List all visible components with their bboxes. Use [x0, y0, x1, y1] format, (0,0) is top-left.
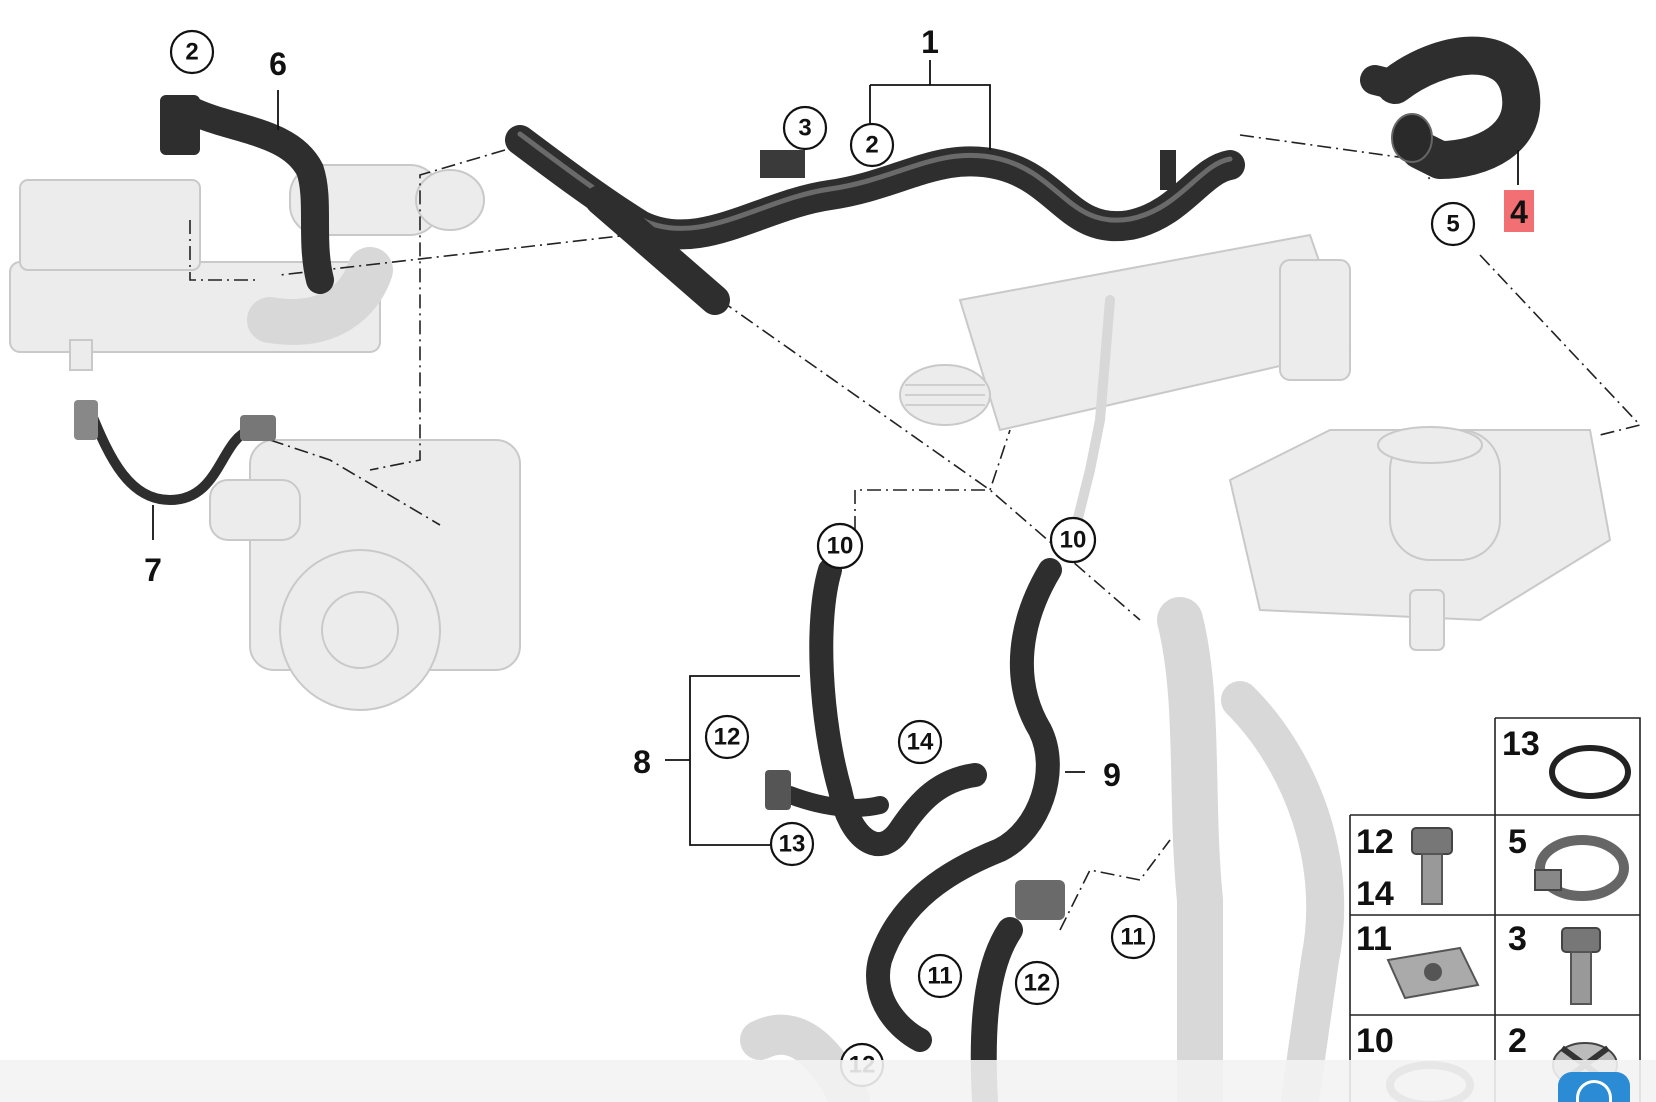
callout-2b: 2: [849, 122, 895, 168]
grid-label-5: 5: [1508, 823, 1527, 861]
hose-part-6: [176, 96, 334, 294]
hose-part-7: [85, 405, 255, 505]
callout-10a: 10: [816, 522, 864, 570]
ghost-hose-right-2: [1221, 681, 1345, 1102]
grid-label-10: 10: [1356, 1022, 1394, 1060]
svg-text:11: 11: [1120, 924, 1145, 951]
svg-text:3: 3: [798, 115, 811, 142]
grid-label-11: 11: [1356, 920, 1392, 958]
hoses: [74, 36, 1541, 1102]
grid-label-12: 12: [1356, 823, 1394, 861]
dash-line-c: [719, 299, 1141, 621]
callouts: 1 2 2 3 4 5 6 7 8 9 10 10: [144, 24, 1534, 1088]
ghost-components: [9, 164, 1612, 1102]
hose-part-1-branch: [585, 185, 730, 315]
bracket-part-11: [1015, 880, 1065, 920]
callout-11b: 11: [917, 953, 963, 999]
hose-part-8-fitting: [765, 770, 791, 810]
dash-line-g: [189, 220, 260, 281]
dash-line-b: [279, 227, 691, 276]
egr-stub-left: [69, 339, 93, 371]
callout-8: 8: [633, 744, 651, 780]
hex-bolt-icon: [1411, 827, 1453, 905]
callout-10b: 10: [1049, 516, 1097, 564]
svg-text:14: 14: [907, 729, 934, 756]
hose-part-8-branch: [781, 786, 889, 817]
callout-6: 6: [269, 46, 287, 82]
svg-text:5: 5: [1446, 211, 1459, 238]
assembly-lines: [189, 134, 1642, 931]
callout-2a: 2: [169, 29, 215, 75]
app-icon-glyph: [1576, 1080, 1612, 1102]
hose-part-4-end: [1360, 65, 1410, 100]
grid-label-2: 2: [1508, 1022, 1527, 1060]
dash-line-e: [1479, 254, 1642, 436]
svg-text:10: 10: [1060, 527, 1087, 554]
callout-12a: 12: [704, 714, 750, 760]
pump-right-cap: [1377, 426, 1483, 464]
egr-bend-left: [247, 247, 393, 345]
hose-part-8: [809, 558, 987, 857]
egr-flange-left: [415, 169, 485, 231]
dash-line-h: [269, 439, 441, 526]
leader-8: [665, 675, 800, 846]
dash-line-a: [369, 149, 506, 471]
svg-text:11: 11: [927, 963, 952, 990]
svg-text:2: 2: [865, 132, 878, 159]
callout-5: 5: [1430, 201, 1476, 247]
dash-line-i: [1059, 839, 1171, 931]
svg-text:13: 13: [779, 831, 806, 858]
bottom-bar: [0, 1060, 1656, 1102]
callout-12b: 12: [1014, 960, 1060, 1006]
water-pump-inlet: [209, 479, 301, 541]
callout-3: 3: [782, 105, 828, 151]
callout-7: 7: [144, 552, 162, 588]
o-ring-icon: [1549, 745, 1631, 799]
dash-line-f: [854, 429, 1011, 530]
callout-11a: 11: [1110, 914, 1156, 960]
parts-grid: 13 12 14 5 11 3 10 2: [1349, 717, 1641, 1102]
grid-label-3: 3: [1508, 920, 1527, 958]
grid-top-cell-border: [1495, 717, 1641, 815]
clamp-part-5: [1391, 113, 1433, 163]
hose-part-7-fitting-a: [74, 400, 98, 440]
egr-cooler-center-flange: [1279, 259, 1351, 381]
pump-right-outlet: [1409, 589, 1445, 651]
hose-part-6-fitting: [160, 95, 200, 155]
callout-14: 14: [897, 719, 943, 765]
svg-text:12: 12: [1024, 970, 1051, 997]
callout-13: 13: [769, 821, 815, 867]
app-icon[interactable]: [1558, 1072, 1630, 1102]
hose-part-7-fitting-b: [240, 415, 276, 441]
callout-4-highlight: [1504, 190, 1534, 232]
svg-text:10: 10: [827, 533, 854, 560]
pipe-stub-1: [1160, 150, 1176, 190]
bracket-part-3: [760, 150, 805, 178]
ghost-hose-right-1: [1157, 597, 1223, 1102]
hose-part-4: [1376, 36, 1541, 179]
bolt-icon: [1561, 927, 1601, 1005]
egr-tube-center: [1070, 295, 1115, 535]
callout-1: 1: [921, 24, 939, 60]
grid-label-14: 14: [1356, 875, 1394, 913]
water-pump-pulley-hub: [321, 591, 399, 669]
egr-bellows-ribs: [905, 384, 985, 406]
svg-text:12: 12: [714, 724, 741, 751]
hose-part-9: [866, 558, 1062, 1052]
clip-nut-icon: [1386, 946, 1480, 1000]
hose-clamp-icon: [1534, 835, 1629, 901]
egr-cooler-left-top: [19, 179, 201, 271]
callout-9: 9: [1103, 757, 1121, 793]
callout-4: 4: [1510, 194, 1528, 230]
dash-line-d: [1239, 134, 1431, 181]
svg-text:2: 2: [185, 39, 198, 66]
grid-label-13: 13: [1502, 725, 1540, 763]
